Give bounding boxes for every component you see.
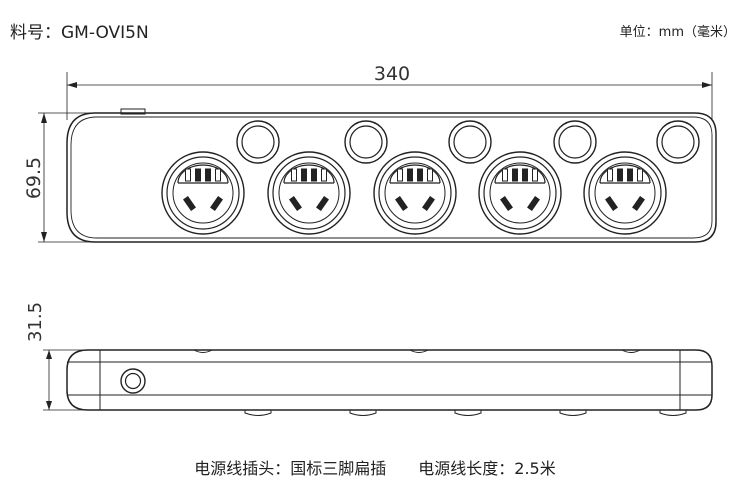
foot [349, 410, 377, 416]
unit-label: 单位：mm（毫米） [619, 25, 736, 40]
dim-length-text: 340 [374, 63, 410, 85]
outlet-socket [478, 151, 562, 235]
switch-row [236, 120, 700, 164]
pin-slot [301, 168, 307, 182]
foot [454, 410, 482, 416]
dim-height-text: 69.5 [23, 157, 45, 199]
foot [244, 410, 272, 416]
cord-tab [120, 108, 146, 115]
dim-arrow [46, 401, 52, 410]
pin-slot [215, 168, 221, 182]
pin-slot [502, 168, 508, 182]
pin-slot [532, 168, 538, 182]
top-view [38, 72, 717, 243]
pin-slot [311, 168, 317, 182]
pin-slot [522, 168, 528, 182]
pin-slot [512, 168, 518, 182]
dim-arrow [41, 232, 47, 242]
pin-slot [185, 168, 191, 182]
pin-slot [637, 168, 643, 182]
outlet-socket [161, 151, 245, 235]
pin-slot [183, 196, 196, 211]
pin-slot [321, 168, 327, 182]
dim-arrow [41, 113, 47, 123]
pin-slot [617, 168, 623, 182]
cord-spec-text: 电源线插头：国标三脚扁插 电源线长度：2.5米 [194, 459, 556, 478]
model-number-label: 料号：GM-OVI5N [10, 23, 149, 43]
outlet-socket [583, 151, 667, 235]
pin-slot [291, 168, 297, 182]
pin-slot [627, 168, 633, 182]
side-view [43, 349, 713, 416]
dim-thickness-text: 31.5 [25, 302, 46, 342]
pin-slot [527, 196, 540, 211]
dim-arrow [46, 350, 52, 359]
strip-body-inner [70, 116, 713, 239]
pin-slot [395, 196, 408, 211]
outlet-socket [373, 151, 457, 235]
pin-slot [632, 196, 645, 211]
pin-slot [500, 196, 513, 211]
outlet-socket [267, 151, 351, 235]
cord-grommet [120, 368, 146, 394]
pin-slot [397, 168, 403, 182]
pin-slot [607, 168, 613, 182]
pin-slot [422, 196, 435, 211]
pin-slot [316, 196, 329, 211]
cord-grommet-inner [124, 372, 142, 390]
strip-body-outline [66, 112, 717, 243]
switch-button [344, 120, 388, 164]
pin-slot [210, 196, 223, 211]
pin-slot [205, 168, 211, 182]
switch-button [553, 120, 597, 164]
switch-button [236, 120, 280, 164]
switch-button [448, 120, 492, 164]
pin-slot [289, 196, 302, 211]
switch-button [656, 120, 700, 164]
pin-slot [427, 168, 433, 182]
pin-slot [605, 196, 618, 211]
dim-arrow [702, 82, 712, 88]
foot [559, 410, 587, 416]
pin-slot [407, 168, 413, 182]
dim-arrow [67, 82, 77, 88]
foot [659, 410, 687, 416]
strip-side-outline [66, 349, 713, 411]
pin-slot [417, 168, 423, 182]
pin-slot [195, 168, 201, 182]
socket-row [161, 151, 667, 235]
